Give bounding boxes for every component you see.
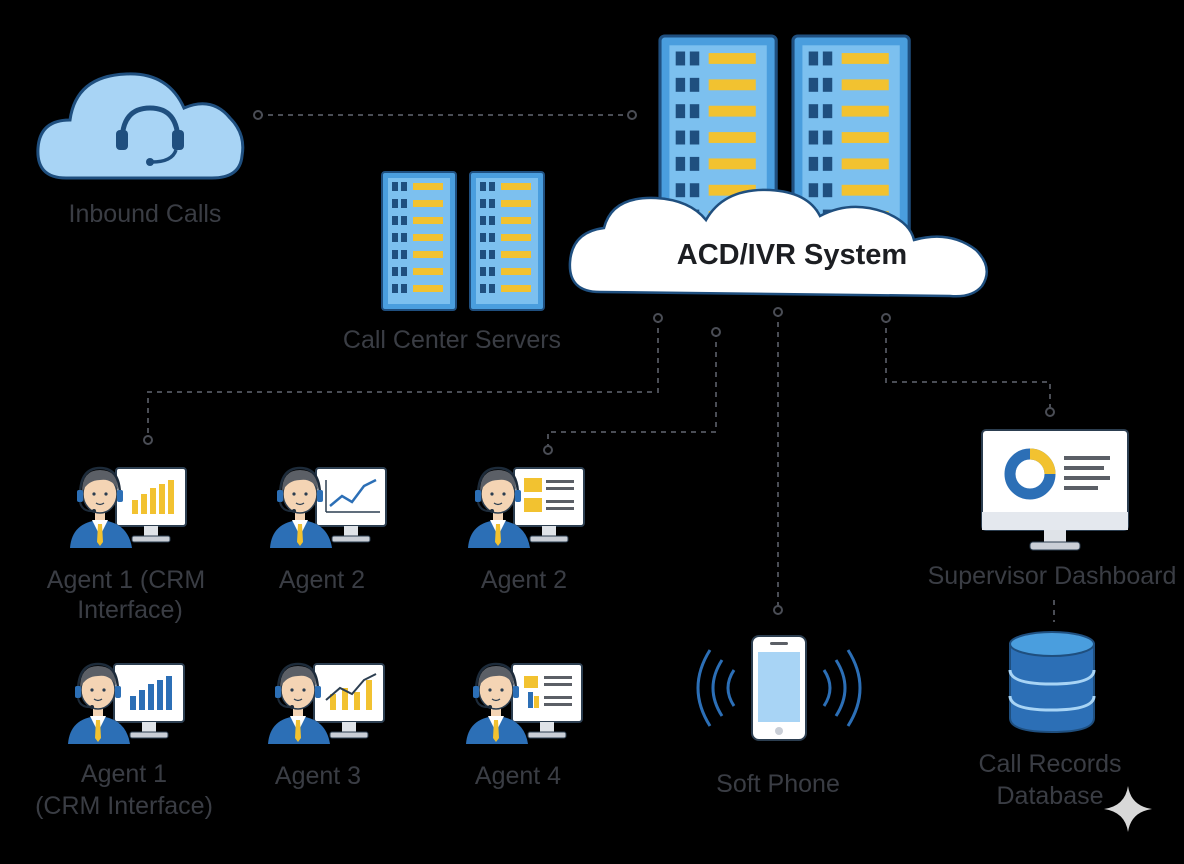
bar-chart-icon (130, 676, 172, 710)
agent-label: Agent 1 (81, 760, 167, 788)
supervisor-dashboard-node: Supervisor Dashboard (928, 429, 1177, 590)
sparkle-icon (1104, 786, 1152, 832)
agent-label: Agent 3 (275, 762, 361, 790)
signal-waves-icon (696, 649, 862, 727)
soft-phone-node: Soft Phone (696, 635, 862, 798)
call-records-label: Call Records (978, 750, 1121, 778)
server-rack-icon (470, 172, 544, 310)
agent-label: Interface) (77, 596, 183, 624)
acd-ivr-label: ACD/IVR System (677, 239, 907, 271)
agent-label: Agent 2 (481, 566, 567, 594)
document-icon (524, 676, 572, 708)
bar-chart-icon (132, 480, 174, 514)
wire-acd-agent-col3 (547, 332, 717, 450)
call-records-database-node: Call Records Database (978, 631, 1122, 810)
agents-grid: Agent 1 (CRM Interface) Agent 2 Agent 2 … (35, 466, 586, 820)
acd-ivr-node: ACD/IVR System (568, 36, 989, 298)
soft-phone-label: Soft Phone (716, 770, 840, 798)
agent-icon (464, 662, 584, 746)
server-rack-icon (382, 172, 456, 310)
agent-icon (68, 466, 188, 550)
inbound-calls-node: Inbound Calls (36, 72, 245, 228)
wire-acd-supervisor (885, 318, 1051, 412)
agent-icon (266, 662, 386, 746)
call-center-servers-label: Call Center Servers (343, 326, 561, 354)
call-records-label: Database (996, 782, 1103, 810)
headset-icon (116, 105, 184, 166)
agent-label: Agent 1 (CRM (47, 566, 205, 594)
agent-icon (268, 466, 388, 550)
document-icon (524, 478, 574, 512)
inbound-calls-label: Inbound Calls (69, 200, 222, 228)
agent-label: Agent 2 (279, 566, 365, 594)
call-center-servers-node: Call Center Servers (343, 172, 561, 354)
agent-icon (466, 466, 586, 550)
line-chart-icon (325, 478, 380, 513)
monitor-icon (981, 429, 1129, 551)
agent-label: (CRM Interface) (35, 792, 213, 820)
supervisor-dashboard-label: Supervisor Dashboard (928, 562, 1177, 590)
database-icon (1008, 631, 1096, 734)
cloud-icon (568, 188, 989, 298)
cloud-icon (36, 72, 245, 180)
line-chart-icon (325, 673, 377, 710)
smartphone-icon (751, 635, 807, 741)
agent-label: Agent 4 (475, 762, 561, 790)
agent-icon (66, 662, 186, 746)
connection-lines (143, 110, 1055, 622)
